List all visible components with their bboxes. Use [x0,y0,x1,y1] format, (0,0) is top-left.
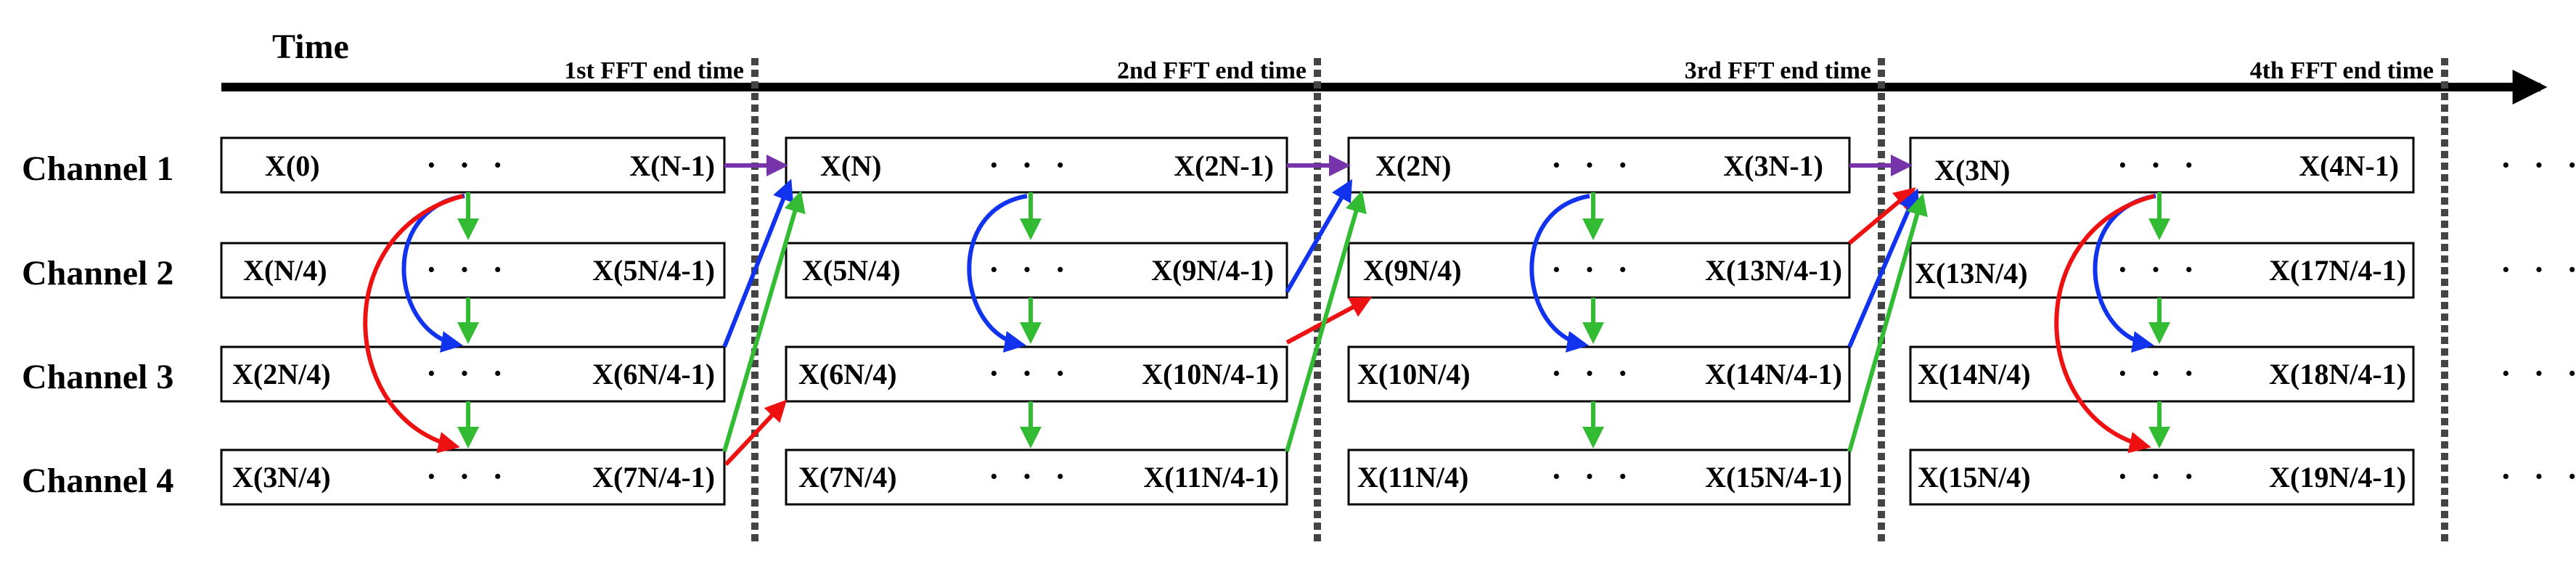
continuation-dots-r1: · · · [2501,147,2576,183]
blue-diag-3 [1847,188,1920,348]
b2-r2-end: X(9N/4-1) [1151,254,1274,287]
channel-label-3: Channel 3 [22,358,173,396]
b4-r3-start: X(14N/4) [1918,358,2031,390]
b3-r4-dots: · · · [1551,459,1635,494]
continuation-dots-r3: · · · [2501,356,2576,391]
b1-r3-end: X(6N/4-1) [592,358,715,390]
b1-r1-start: X(0) [265,150,320,182]
cell-b4-r4 [1909,449,2415,506]
b4-r3-end: X(18N/4-1) [2269,358,2406,390]
red-curve-b4 [2054,194,2155,454]
b2-r4-end: X(11N/4-1) [1143,461,1279,494]
b3-r4-end: X(15N/4-1) [1705,461,1842,494]
b1-r4-start: X(3N/4) [232,461,331,494]
b4-r1-end: X(4N-1) [2299,150,2399,182]
b2-r3-start: X(6N/4) [798,358,897,390]
blue-curve-b3 [1529,194,1590,353]
b1-r4-dots: · · · [426,459,510,494]
b4-r2-start: X(13N/4) [1915,257,2028,290]
b3-r4-start: X(11N/4) [1357,461,1468,494]
b4-r1-dots: · · · [2117,147,2201,183]
fft-end-label-4: 4th FFT end time [2250,57,2434,84]
green-diag-1 [722,190,806,452]
b4-r4-dots: · · · [2117,459,2201,494]
b1-r3-start: X(2N/4) [232,358,331,390]
b1-r2-dots: · · · [426,252,510,287]
b3-r2-dots: · · · [1551,252,1635,287]
cell-b3-r4 [1347,449,1851,506]
blue-diag-2 [1285,179,1353,293]
continuation-dots-r4: · · · [2501,459,2576,494]
b2-r1-start: X(N) [820,150,881,182]
b2-r1-end: X(2N-1) [1174,150,1274,182]
b1-r1-dots: · · · [426,147,510,183]
fft-end-label-1: 1st FFT end time [564,57,744,84]
b2-r2-start: X(5N/4) [802,254,901,287]
red-diag-1 [724,399,788,467]
b1-r2-start: X(N/4) [243,254,327,287]
blue-curve-b2 [967,194,1028,353]
fft-end-label-2: 2nd FFT end time [1117,57,1307,84]
b1-r2-end: X(5N/4-1) [592,254,715,287]
b2-r3-end: X(10N/4-1) [1142,358,1279,390]
b3-r2-start: X(9N/4) [1363,254,1462,287]
green-vertical-arrows [457,192,2170,449]
cell-b4-r3 [1909,345,2415,403]
cell-b1-r2 [220,242,726,299]
b2-r1-dots: · · · [989,147,1073,183]
cell-b2-r4 [785,449,1288,506]
b3-r2-end: X(13N/4-1) [1705,254,1842,287]
fft-end-label-3: 3rd FFT end time [1685,57,1871,84]
green-diag-2 [1285,190,1367,452]
cell-b2-r3 [785,345,1288,403]
green-diag-3 [1847,193,1928,452]
fft-block-2: X(N) · · · X(2N-1) X(5N/4) · · · X(9N/4-… [785,136,1288,506]
cell-b4-r2 [1909,242,2415,299]
b1-r3-dots: · · · [426,356,510,391]
red-curve-b1 [363,194,464,454]
red-diag-2 [1285,297,1373,345]
b3-r1-dots: · · · [1551,147,1635,183]
b4-r2-end: X(17N/4-1) [2269,254,2406,287]
b4-r1-start: X(3N) [1934,154,2010,187]
b2-r4-start: X(7N/4) [798,461,897,494]
cell-b1-r4 [220,449,726,506]
b4-r4-start: X(15N/4) [1918,461,2031,494]
b3-r1-end: X(3N-1) [1723,150,1823,182]
b4-r2-dots: · · · [2117,252,2201,287]
b3-r3-dots: · · · [1551,356,1635,391]
continuation-dots-r2: · · · [2501,252,2576,287]
fft-block-4: X(3N) · · · X(4N-1) X(13N/4) · · · X(17N… [1909,136,2415,506]
b2-r2-dots: · · · [989,252,1073,287]
curved-arrows [363,194,2156,454]
b4-r4-end: X(19N/4-1) [2269,461,2406,494]
b1-r1-end: X(N-1) [629,150,715,182]
blue-diag-1 [722,179,794,348]
b3-r1-start: X(2N) [1375,150,1451,182]
b2-r3-dots: · · · [989,356,1073,391]
channel-label-1: Channel 1 [22,150,173,188]
b3-r3-start: X(10N/4) [1357,358,1471,390]
b1-r4-end: X(7N/4-1) [592,461,715,494]
diagonal-arrows [722,179,1928,467]
cell-b3-r3 [1347,345,1851,403]
b3-r3-end: X(14N/4-1) [1705,358,1842,390]
cell-b1-r3 [220,345,726,403]
b4-r3-dots: · · · [2117,356,2201,391]
cell-b3-r2 [1347,242,1851,299]
fft-block-1: X(0) · · · X(N-1) X(N/4) · · · X(5N/4-1)… [220,136,726,506]
channel-label-4: Channel 4 [22,462,173,500]
time-label: Time [272,28,349,66]
fft-block-3: X(2N) · · · X(3N-1) X(9N/4) · · · X(13N/… [1347,136,1851,506]
channel-label-2: Channel 2 [22,254,173,292]
cell-b2-r2 [785,242,1288,299]
b2-r4-dots: · · · [989,459,1073,494]
